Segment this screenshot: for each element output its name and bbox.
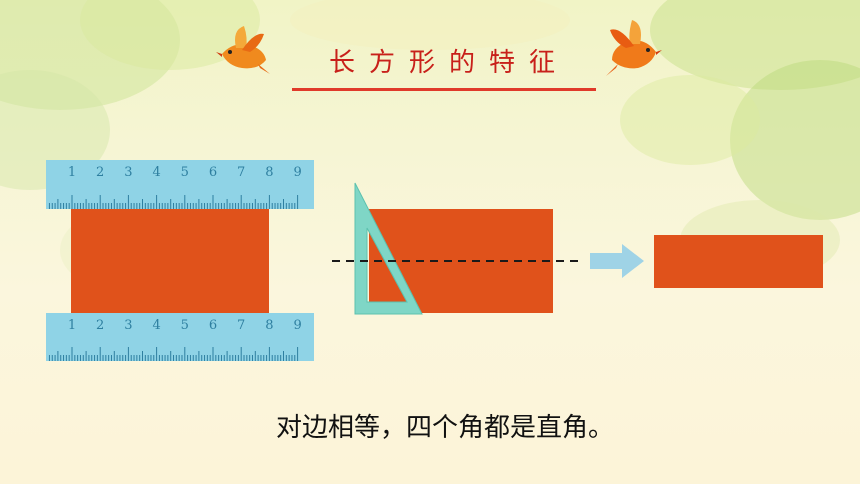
bottom-ruler: 1 2 3 4 5 6 7 8 9 <box>46 313 314 361</box>
ruler-number: 2 <box>96 165 104 180</box>
ruler-number: 1 <box>68 318 76 333</box>
ruler-number: 8 <box>265 165 273 180</box>
title-area: 长方形的特征 <box>292 40 592 92</box>
left-bird-icon <box>216 26 270 74</box>
ruler-ticks <box>48 195 299 209</box>
ruler-number: 6 <box>209 318 217 333</box>
ruler-number: 7 <box>237 318 245 333</box>
ruler-number: 3 <box>124 165 132 180</box>
ruler-number: 8 <box>265 318 273 333</box>
ruler-number: 9 <box>293 165 301 180</box>
title-underline <box>292 88 596 91</box>
ruler-number: 2 <box>96 318 104 333</box>
ruler-number: 6 <box>209 165 217 180</box>
ruler-number: 3 <box>124 318 132 333</box>
caption-text: 对边相等，四个角都是直角。 <box>275 413 614 443</box>
ruler-number: 7 <box>237 165 245 180</box>
ruler-number: 4 <box>152 165 160 180</box>
ruler-number: 4 <box>152 318 160 333</box>
right-bird-icon <box>606 20 662 76</box>
result-rectangle <box>654 235 823 288</box>
ruler-number: 1 <box>68 165 76 180</box>
ruler-ticks <box>48 347 299 361</box>
ruler-number: 5 <box>181 318 189 333</box>
arrow-right-icon <box>590 244 644 278</box>
ruler-number: 5 <box>181 165 189 180</box>
top-ruler: 1 2 3 4 5 6 7 8 9 <box>46 160 314 209</box>
ruler-number: 9 <box>293 318 301 333</box>
ruler-numbers: 1 2 3 4 5 6 7 8 9 <box>68 318 302 333</box>
ruler-numbers: 1 2 3 4 5 6 7 8 9 <box>68 165 302 180</box>
page-title: 长方形的特征 <box>328 48 569 78</box>
rectangle-between-rulers <box>71 209 269 313</box>
set-square-and-fold-line <box>332 182 582 315</box>
